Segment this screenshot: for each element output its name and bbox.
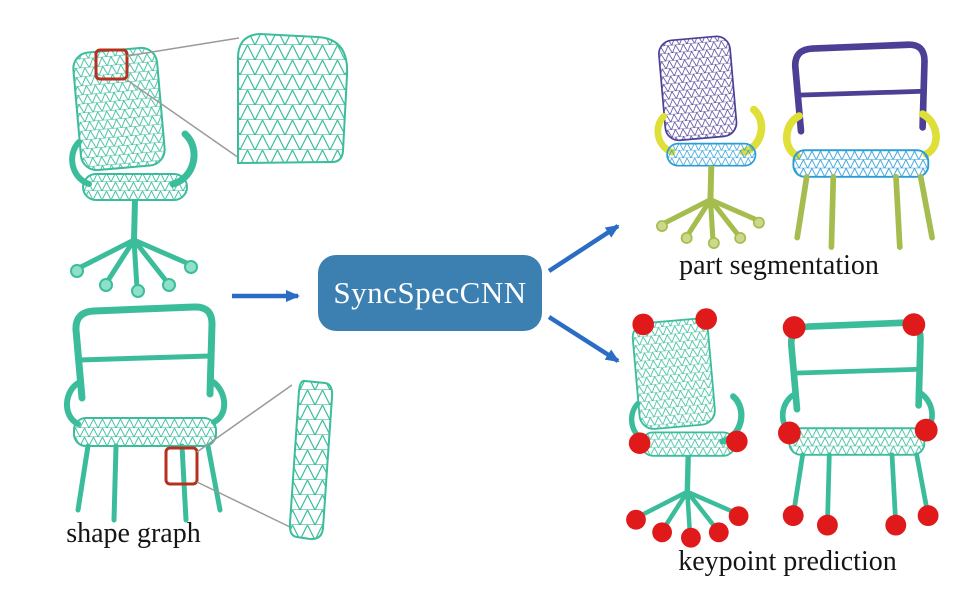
chair-wheels — [70, 260, 198, 298]
chair-base-star — [77, 237, 190, 289]
chair-back-midbar-purple — [798, 88, 923, 98]
chair-armrest-left — [64, 379, 83, 427]
chair-legs-green — [794, 173, 935, 250]
chair-seat-blue — [666, 142, 757, 167]
chair-seat-mesh — [640, 431, 736, 457]
armchair-part-segmentation — [782, 41, 940, 250]
chair-seat-mesh — [73, 417, 217, 447]
chair-base-green — [662, 197, 759, 241]
chair-back-midbar — [794, 366, 919, 376]
zoom-highlight-box-leg — [164, 446, 199, 486]
chair-armrest-yellow-left — [782, 112, 803, 160]
office-chair-keypoints — [626, 308, 749, 548]
chair-wheels-green — [656, 216, 765, 250]
chair-armrest-yellow-right — [918, 110, 940, 158]
mesh-zoom-inset-backrest — [237, 32, 349, 165]
chair-armrest-right — [207, 377, 227, 425]
zoom-connector-line — [126, 37, 240, 57]
chair-seat-mesh — [788, 427, 926, 456]
chair-back-frame — [787, 319, 924, 413]
armchair-shape-graph — [64, 303, 227, 523]
zoom-highlight-box-backrest — [94, 48, 129, 81]
armchair-keypoints — [778, 313, 939, 536]
chair-back-frame-purple — [791, 41, 928, 135]
chair-stem — [131, 199, 138, 241]
caption-shape-graph: shape graph — [66, 518, 201, 549]
caption-part-segmentation: part segmentation — [679, 250, 879, 281]
syncspeccnn-box: SyncSpecCNN — [318, 255, 542, 331]
chair-backrest-purple — [658, 35, 738, 142]
syncspeccnn-label: SyncSpecCNN — [333, 275, 527, 310]
zoom-connector-line — [126, 79, 240, 159]
arrow-network-to-segmentation — [547, 224, 620, 273]
chair-backrest-mesh — [72, 46, 166, 172]
keypoint-markers — [778, 313, 939, 536]
arrow-network-to-keypoints — [547, 315, 620, 363]
keypoint-markers — [626, 308, 749, 548]
chair-backrest-mesh — [631, 318, 716, 430]
chair-base-star — [636, 489, 738, 536]
office-chair-part-segmentation — [654, 35, 766, 250]
chair-back-midbar — [78, 353, 211, 363]
chair-legs — [790, 452, 931, 528]
chair-stem-green — [707, 165, 715, 200]
chair-back-frame — [72, 303, 216, 402]
chair-stem — [684, 455, 691, 492]
chair-seat-blue — [792, 149, 930, 178]
zoom-connector-line — [196, 481, 293, 529]
mesh-zoom-inset-leg — [288, 379, 334, 541]
zoom-connector-line — [196, 384, 293, 453]
caption-keypoint-prediction: keypoint prediction — [678, 546, 897, 577]
chair-legs — [75, 443, 223, 523]
chair-seat-mesh — [82, 173, 188, 201]
